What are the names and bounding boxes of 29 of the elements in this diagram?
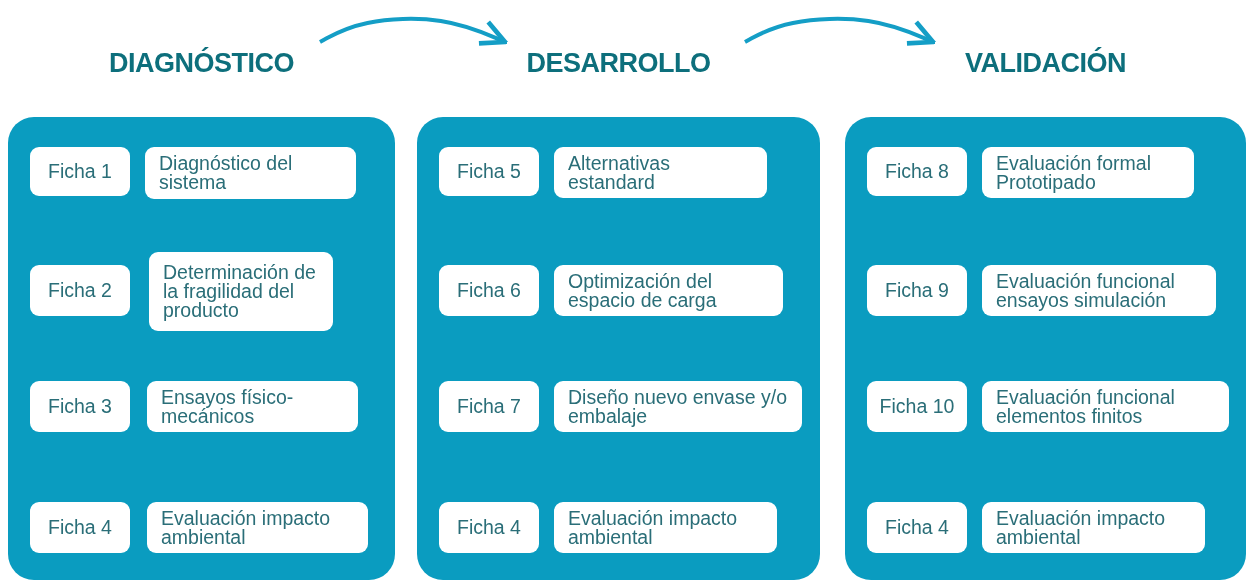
sheet-label: Ficha 6	[439, 265, 539, 316]
sheet-label: Ficha 1	[30, 147, 130, 196]
step-description: Diseño nuevo envase y/o embalaje	[554, 381, 802, 432]
sheet-label: Ficha 7	[439, 381, 539, 432]
sheet-label: Ficha 5	[439, 147, 539, 196]
step-description: Ensayos físico-mecánicos	[147, 381, 358, 432]
step-description: Evaluación impacto ambiental	[147, 502, 368, 553]
step-description: Evaluación impacto ambiental	[554, 502, 777, 553]
step-description: Evaluación funcional elementos finitos	[982, 381, 1229, 432]
sheet-label: Ficha 4	[867, 502, 967, 553]
stage-heading: VALIDACIÓN	[964, 48, 1127, 79]
step-description: Optimización del espacio de carga	[554, 265, 783, 316]
sheet-label: Ficha 3	[30, 381, 130, 432]
sheet-label: Ficha 9	[867, 265, 967, 316]
stage-heading: DIAGNÓSTICO	[108, 48, 295, 79]
sheet-label: Ficha 10	[867, 381, 967, 432]
curved-arrow	[319, 16, 508, 46]
sheet-label: Ficha 8	[867, 147, 967, 196]
sheet-label: Ficha 4	[30, 502, 130, 553]
curved-arrow	[744, 16, 936, 46]
step-description: Evaluación funcional ensayos simulación	[982, 265, 1216, 316]
step-description: Evaluación impacto ambiental	[982, 502, 1205, 553]
sheet-label: Ficha 2	[30, 265, 130, 316]
stage-heading: DESARROLLO	[525, 48, 712, 79]
step-description: Evaluación formal Prototipado	[982, 147, 1194, 198]
step-description: Diagnóstico del sistema	[145, 147, 356, 199]
step-description: Determinación de la fragilidad del producto	[149, 252, 333, 331]
sheet-label: Ficha 4	[439, 502, 539, 553]
step-description: Alternativas estandard	[554, 147, 767, 198]
